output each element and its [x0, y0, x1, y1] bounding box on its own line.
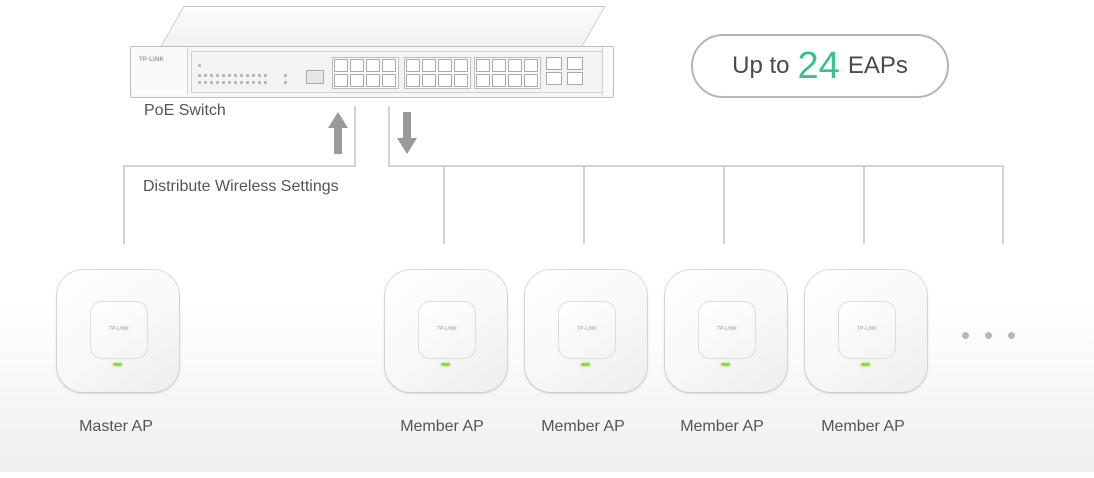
ap-status-led — [113, 363, 122, 366]
ap-logo: TP-LINK — [857, 326, 877, 332]
member-ap-label-2: Member AP — [541, 418, 625, 435]
ap-status-led — [441, 363, 450, 366]
port-block-1 — [332, 57, 399, 89]
arrow-up-icon — [328, 112, 348, 154]
ellipsis-dot — [962, 332, 969, 339]
member-ap-label-3: Member AP — [680, 418, 764, 435]
switch-left-ear: TP-LINK — [131, 47, 188, 95]
member-ap-2: TP-LINK — [525, 270, 647, 392]
ap-face: TP-LINK — [90, 301, 148, 359]
ap-logo: TP-LINK — [577, 326, 597, 332]
member-ap-4: TP-LINK — [805, 270, 927, 392]
switch-port-panel — [191, 51, 609, 93]
capacity-badge: Up to 24 EAPs — [691, 34, 949, 98]
ap-face: TP-LINK — [838, 301, 896, 359]
switch-top-panel — [160, 6, 606, 47]
ellipsis-icon — [962, 332, 1015, 339]
ap-logo: TP-LINK — [717, 326, 737, 332]
sfp-ports — [546, 57, 584, 85]
port-block-2 — [404, 57, 471, 89]
poe-switch: TP-LINK — [130, 6, 614, 98]
member-ap-label-4: Member AP — [821, 418, 905, 435]
power-led — [198, 64, 201, 67]
led-row-1 — [198, 74, 267, 77]
distribute-label: Distribute Wireless Settings — [143, 178, 339, 195]
port-block-3 — [474, 57, 541, 89]
master-ap: TP-LINK — [57, 270, 179, 392]
switch-right-ear — [602, 47, 613, 95]
badge-prefix: Up to — [732, 52, 790, 79]
ap-status-led — [721, 363, 730, 366]
badge-suffix: EAPs — [847, 52, 908, 79]
badge-number: 24 — [797, 45, 840, 87]
status-led-2 — [284, 81, 287, 84]
member-ap-1: TP-LINK — [385, 270, 507, 392]
ap-face: TP-LINK — [558, 301, 616, 359]
ap-logo: TP-LINK — [109, 326, 129, 332]
master-ap-label: Master AP — [79, 418, 153, 435]
member-ap-3: TP-LINK — [665, 270, 787, 392]
member-ap-label-1: Member AP — [400, 418, 484, 435]
bottom-strip — [0, 472, 1094, 478]
ap-status-led — [861, 363, 870, 366]
led-row-2 — [198, 81, 267, 84]
ap-face: TP-LINK — [418, 301, 476, 359]
status-led — [284, 74, 287, 77]
ellipsis-dot — [985, 332, 992, 339]
arrow-down-icon — [397, 112, 417, 154]
switch-front-panel: TP-LINK — [130, 46, 614, 98]
switch-label: PoE Switch — [144, 102, 226, 119]
ap-logo: TP-LINK — [437, 326, 457, 332]
ap-face: TP-LINK — [698, 301, 756, 359]
member-trunk-line — [388, 106, 1004, 244]
switch-logo: TP-LINK — [139, 57, 165, 63]
ap-status-led — [581, 363, 590, 366]
ellipsis-dot — [1008, 332, 1015, 339]
master-uplink-line — [123, 106, 356, 244]
console-port — [306, 70, 324, 84]
